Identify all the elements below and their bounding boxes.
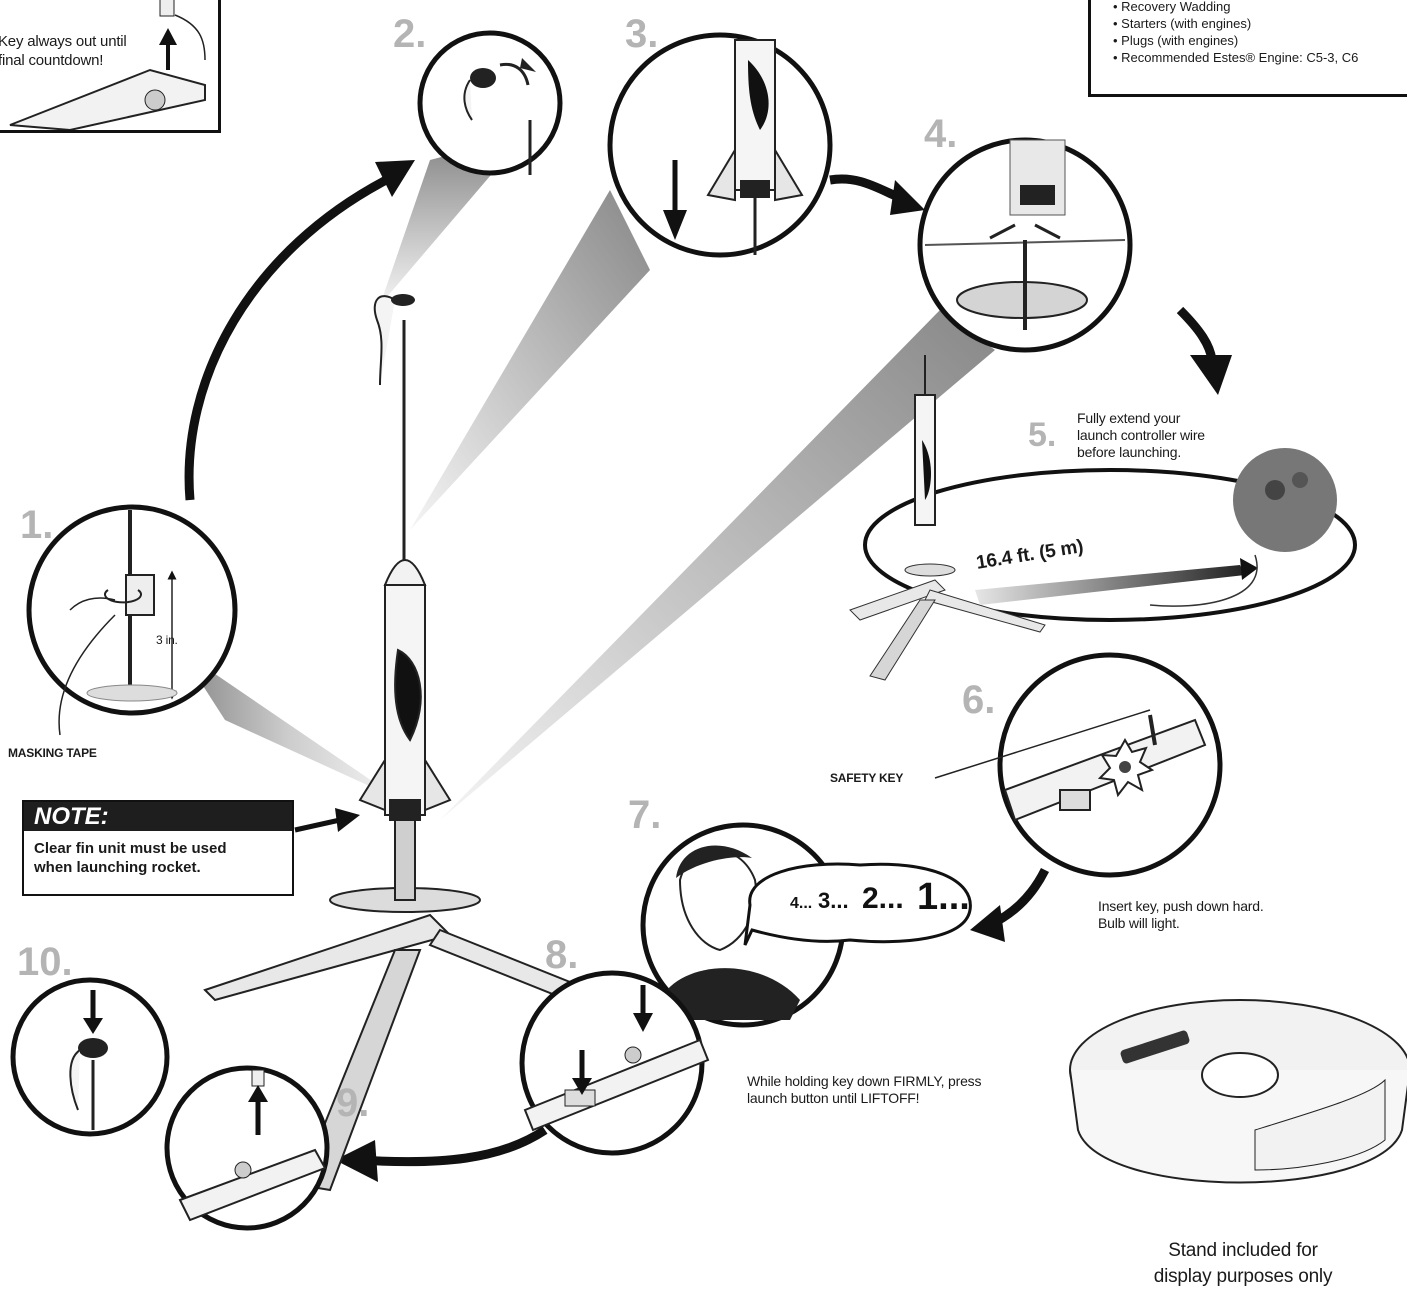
step10-detail (10, 977, 170, 1137)
step8-detail (519, 970, 710, 1156)
step3-detail (607, 32, 833, 258)
cone-step4 (440, 310, 995, 820)
note-box: NOTE: Clear fin unit must be used when l… (22, 800, 294, 896)
step6-instruction: Insert key, push down hard. Bulb will li… (1098, 898, 1264, 931)
step9-detail (164, 1065, 330, 1231)
speech-bubble (743, 862, 972, 946)
countdown-4: 4... (790, 895, 813, 912)
key-box-drawing (9, 0, 206, 132)
three-inch-label: 3 in. (156, 633, 178, 647)
step5-instruction: Fully extend your launch controller wire… (1077, 410, 1205, 460)
distance-bar (975, 565, 1245, 605)
supplies-item: Recovery Wadding (1113, 0, 1407, 15)
step-number-1: 1. (20, 503, 54, 547)
step6-detail (997, 652, 1223, 878)
safety-key-leader (934, 709, 1151, 779)
safety-key-label: SAFETY KEY (830, 771, 904, 785)
step-number-7: 7. (628, 793, 662, 837)
note-body: Clear fin unit must be used when launchi… (34, 840, 227, 876)
cone-step2 (380, 135, 525, 305)
cone-step1 (180, 650, 400, 800)
step-number-6: 6. (962, 678, 996, 722)
supplies-item: Recommended Estes® Engine: C5-3, C6 (1113, 49, 1407, 66)
supplies-item: Starters (with engines) (1113, 15, 1407, 32)
countdown-2: 2... (862, 882, 904, 915)
display-stand (1069, 999, 1407, 1184)
step-number-3: 3. (625, 12, 659, 56)
rocket (358, 559, 452, 821)
masking-tape-leader (58, 614, 116, 736)
key-note-box (0, 0, 221, 133)
arrow-1-to-2 (184, 173, 393, 501)
cone-step3 (410, 190, 650, 530)
arrow-8-to-9 (359, 1126, 548, 1167)
stand-caption: Stand included for display purposes only (1153, 1240, 1333, 1287)
countdown-3: 3... (818, 888, 849, 913)
note-title: NOTE: (24, 802, 292, 831)
countdown-1: 1... (917, 876, 970, 918)
step2-detail (417, 30, 563, 176)
supplies-item: Plugs (with engines) (1113, 32, 1407, 49)
arrow-4-to-5 (1176, 306, 1217, 361)
step-number-4: 4. (924, 112, 958, 156)
supplies-list-box: Recovery Wadding Starters (with engines)… (1088, 0, 1407, 97)
step5-scene (849, 355, 1357, 681)
step7-detail (640, 822, 972, 1028)
step-number-10: 10. (17, 940, 73, 984)
key-note-text: Key always out until final countdown! (0, 33, 127, 69)
step-number-8: 8. (545, 933, 579, 977)
step1-detail (26, 504, 238, 716)
step-number-2: 2. (393, 12, 427, 56)
step-number-9: 9. (336, 1081, 370, 1125)
step-number-5: 5. (1028, 416, 1057, 454)
step4-detail (917, 137, 1133, 353)
arrow-note (294, 817, 341, 833)
step8-instruction: While holding key down FIRMLY, press lau… (747, 1073, 982, 1106)
wadding-flag-central (373, 294, 415, 386)
masking-tape-label: MASKING TAPE (8, 746, 97, 760)
